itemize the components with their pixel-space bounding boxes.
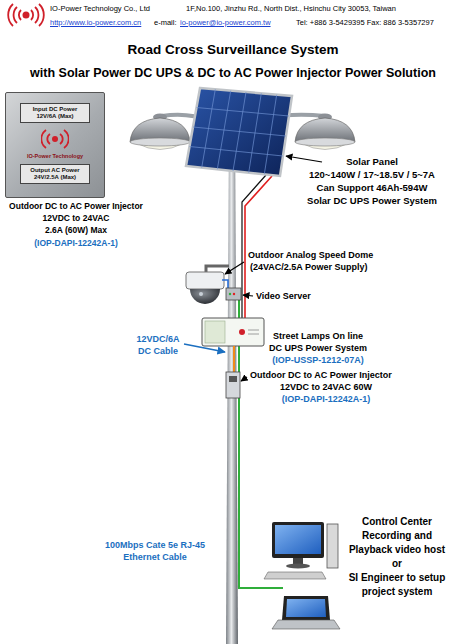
company-name: IO-Power Technology Co., Ltd bbox=[50, 5, 150, 14]
device-plate-label: Output AC Power 24V/2.5A (Max) bbox=[20, 164, 90, 184]
device-heading: 2.6A (60W) Max bbox=[45, 226, 107, 236]
speed-dome-camera bbox=[186, 272, 224, 304]
leader-arrow bbox=[286, 156, 322, 162]
leader-arrow bbox=[241, 377, 247, 381]
injector-label: Outdoor DC to AC Power Injector bbox=[250, 370, 392, 380]
camera-label: Outdoor Analog Speed Dome bbox=[248, 250, 373, 260]
camera-spec: (24VAC/2.5A Power Supply) bbox=[250, 262, 368, 272]
control-center-label: or bbox=[392, 558, 402, 570]
cable-label: 100Mbps Cate 5e RJ-45 bbox=[105, 540, 205, 550]
device-logo bbox=[41, 126, 69, 152]
website-link: http://www.io-power.com.cn bbox=[50, 19, 141, 28]
address-text: 1F,No.100, Jinzhu Rd., North Dist., Hsin… bbox=[186, 5, 396, 14]
model-number: (IOP-DAPI-12242A-1) bbox=[282, 394, 371, 404]
panel-label: Solar Panel bbox=[346, 157, 398, 168]
injector-housing: Input DC Power 12V/6A (Max) IO-Power Tech… bbox=[5, 92, 105, 198]
device-plate-label: Input DC Power 12V/6A (Max) bbox=[20, 103, 90, 123]
control-center-label: Recording and bbox=[362, 530, 432, 542]
dc-cable-leader bbox=[184, 344, 225, 352]
ac-cable bbox=[233, 346, 235, 372]
phone-fax: Tel: +886 3-5429395 Fax: 886 3-5357297 bbox=[296, 19, 434, 28]
ups-label: Street Lamps On line bbox=[273, 331, 363, 341]
laptop-computer bbox=[272, 596, 340, 629]
control-center-label: project system bbox=[362, 586, 433, 598]
model-number: (IOP-USSP-1212-07A) bbox=[272, 355, 364, 365]
control-center-label: SI Engineer to setup bbox=[349, 572, 446, 584]
subtitle: with Solar Power DC UPS & DC to AC Power… bbox=[30, 66, 436, 80]
device-brand: IO-Power Technology bbox=[27, 153, 83, 159]
panel-spec: Solar DC UPS Power System bbox=[307, 196, 437, 207]
email-link: io-power@io-power.com.tw bbox=[180, 19, 271, 28]
panel-spec: 120~140W / 17~18.5V / 5~7A bbox=[309, 170, 435, 181]
leader-arrow bbox=[225, 262, 244, 274]
control-center-label: Playback video host bbox=[349, 544, 445, 556]
title: Road Cross Surveillance System bbox=[128, 42, 339, 58]
leader-arrow bbox=[243, 295, 253, 296]
pole-power-injector bbox=[226, 372, 240, 398]
desktop-computer bbox=[264, 522, 338, 579]
solar-panel bbox=[186, 88, 292, 176]
device-heading: 12VDC to 24VAC bbox=[43, 214, 110, 224]
ups-label: DC UPS Power System bbox=[269, 343, 367, 353]
street-lamp bbox=[295, 114, 355, 150]
device-heading: (IOP-DAPI-12242A-1) bbox=[34, 239, 118, 249]
injector-spec: 12VDC to 24VAC 60W bbox=[280, 382, 372, 392]
email-label: e-mail: bbox=[154, 19, 177, 28]
power-injector-node: Input DC Power 12V/6A (Max) IO-Power Tech… bbox=[3, 90, 149, 256]
panel-spec: Can Support 46Ah-594W bbox=[317, 183, 428, 194]
video-server bbox=[226, 288, 241, 300]
control-center-label: Control Center bbox=[362, 516, 432, 528]
cable-label: DC Cable bbox=[138, 346, 178, 356]
cable-label: Ethernet Cable bbox=[123, 552, 187, 562]
server-label: Video Server bbox=[256, 291, 311, 301]
device-heading: Outdoor DC to AC Power Injector bbox=[9, 202, 143, 212]
company-logo bbox=[8, 4, 44, 26]
street-lamp bbox=[130, 114, 190, 150]
dc-ups-box bbox=[202, 318, 264, 346]
cable-label: 12VDC/6A bbox=[136, 334, 179, 344]
